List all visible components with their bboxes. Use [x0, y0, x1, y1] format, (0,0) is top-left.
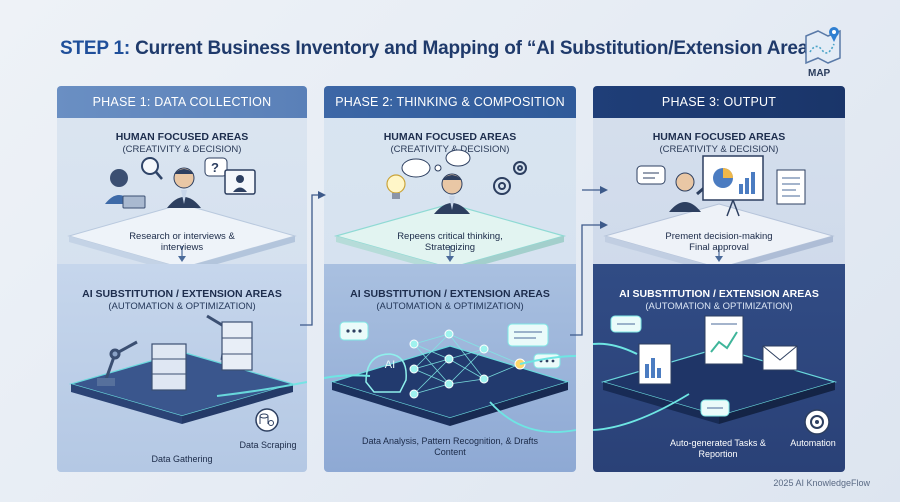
map-icon	[805, 27, 841, 65]
presentation-board-icon	[702, 155, 764, 217]
phase-2-human-caption: Repeens critical thinking, Strategizing	[397, 231, 503, 253]
phase-2-ai-caption: Data Analysis, Pattern Recognition, & Dr…	[361, 436, 539, 457]
phase-1-human-title: HUMAN FOCUSED AREAS	[115, 131, 249, 143]
phase-3-ai-panel: AI SUBSTITUTION / EXTENSION AREAS (AUTOM…	[593, 264, 845, 472]
chat-bubble-icon	[610, 315, 642, 333]
server-icon	[151, 343, 187, 391]
phase-2-ai-illustration	[324, 321, 576, 433]
phase-2-header: PHASE 2: THINKING & COMPOSITION	[324, 86, 576, 118]
phase-1-ai-title: AI SUBSTITUTION / EXTENSION AREAS	[82, 288, 282, 300]
chat-bubble-icon	[507, 323, 549, 347]
phase-1-human-illustration: ?	[67, 157, 297, 264]
thought-bubble-icon	[401, 149, 471, 178]
phase-3-automation-caption: Automation	[790, 438, 836, 448]
page-title: STEP 1: Current Business Inventory and M…	[60, 38, 828, 60]
phase-3-human-illustration	[603, 155, 835, 264]
report-icon	[704, 315, 744, 365]
phase-3-human-title: HUMAN FOCUSED AREAS	[652, 131, 786, 143]
phase-2-column: PHASE 2: THINKING & COMPOSITION HUMAN FO…	[324, 86, 576, 472]
phase-3-ai-illustration	[593, 315, 838, 435]
automation-gear-icon	[804, 409, 830, 435]
report-icon	[638, 343, 672, 385]
envelope-icon	[762, 345, 798, 371]
magnifier-icon	[141, 157, 163, 180]
phase-1-ai-caption-gathering: Data Gathering	[151, 454, 213, 464]
phase-2-human-illustration	[333, 149, 567, 264]
phase-2-ai-subtitle: (AUTOMATION & OPTIMIZATION)	[376, 301, 524, 312]
svg-text:?: ?	[211, 160, 219, 175]
footer-credit: 2025 AI KnowledgeFlow	[773, 478, 870, 488]
robot-arm-icon	[103, 340, 138, 383]
phase-2-ai-badge: AI	[384, 359, 396, 371]
title-step: STEP 1:	[60, 38, 131, 59]
interviewer-icon	[167, 167, 201, 208]
phase-1-ai-subtitle: (AUTOMATION & OPTIMIZATION)	[108, 301, 256, 312]
phase-2-ai-panel: AI SUBSTITUTION / EXTENSION AREAS (AUTOM…	[324, 264, 576, 472]
gear-icon	[493, 161, 527, 195]
video-call-icon	[224, 169, 256, 195]
phase-1-header: PHASE 1: DATA COLLECTION	[57, 86, 307, 118]
ai-head-icon	[365, 353, 407, 393]
phase-1-ai-panel: AI SUBSTITUTION / EXTENSION AREAS (AUTOM…	[57, 264, 307, 472]
phase-1-human-caption: Research or interviews & interviews	[129, 231, 235, 253]
phase-1-ai-caption-scraping: Data Scraping	[239, 440, 297, 450]
phase-2-ai-title: AI SUBSTITUTION / EXTENSION AREAS	[350, 288, 550, 300]
phase-1-column: PHASE 1: DATA COLLECTION HUMAN FOCUSED A…	[57, 86, 307, 472]
map-badge: MAP	[800, 22, 846, 82]
phase-3-ai-subtitle: (AUTOMATION & OPTIMIZATION)	[645, 301, 793, 312]
document-icon	[776, 169, 806, 205]
chat-bubble-icon	[339, 321, 369, 341]
chat-bubble-icon	[636, 165, 666, 185]
chat-bubble-icon	[700, 399, 730, 417]
lightbulb-icon	[386, 174, 406, 199]
phase-2-human-subtitle: (CREATIVITY & DECISION)	[390, 144, 510, 155]
server-icon	[221, 321, 253, 371]
database-search-icon	[255, 408, 279, 432]
phase-3-header: PHASE 3: OUTPUT	[593, 86, 845, 118]
researcher-icon	[105, 169, 146, 209]
phase-3-human-subtitle: (CREATIVITY & DECISION)	[659, 144, 779, 155]
strategist-icon	[434, 173, 470, 214]
title-text: Current Business Inventory and Mapping o…	[135, 38, 828, 59]
phase-3-ai-caption: Auto-generated Tasks & Reportion	[670, 438, 766, 459]
phase-3-human-caption: Prement decision-making Final approval	[665, 231, 773, 253]
phase-3-ai-title: AI SUBSTITUTION / EXTENSION AREAS	[619, 288, 819, 300]
neural-network-icon	[413, 333, 521, 395]
phase-2-human-title: HUMAN FOCUSED AREAS	[383, 131, 517, 143]
phase-1-ai-illustration	[68, 314, 307, 432]
phase-3-column: PHASE 3: OUTPUT HUMAN FOCUSED AREAS (CRE…	[593, 86, 845, 472]
map-label: MAP	[808, 68, 831, 79]
phase-1-human-subtitle: (CREATIVITY & DECISION)	[122, 144, 242, 155]
question-bubble-icon: ?	[204, 157, 228, 177]
